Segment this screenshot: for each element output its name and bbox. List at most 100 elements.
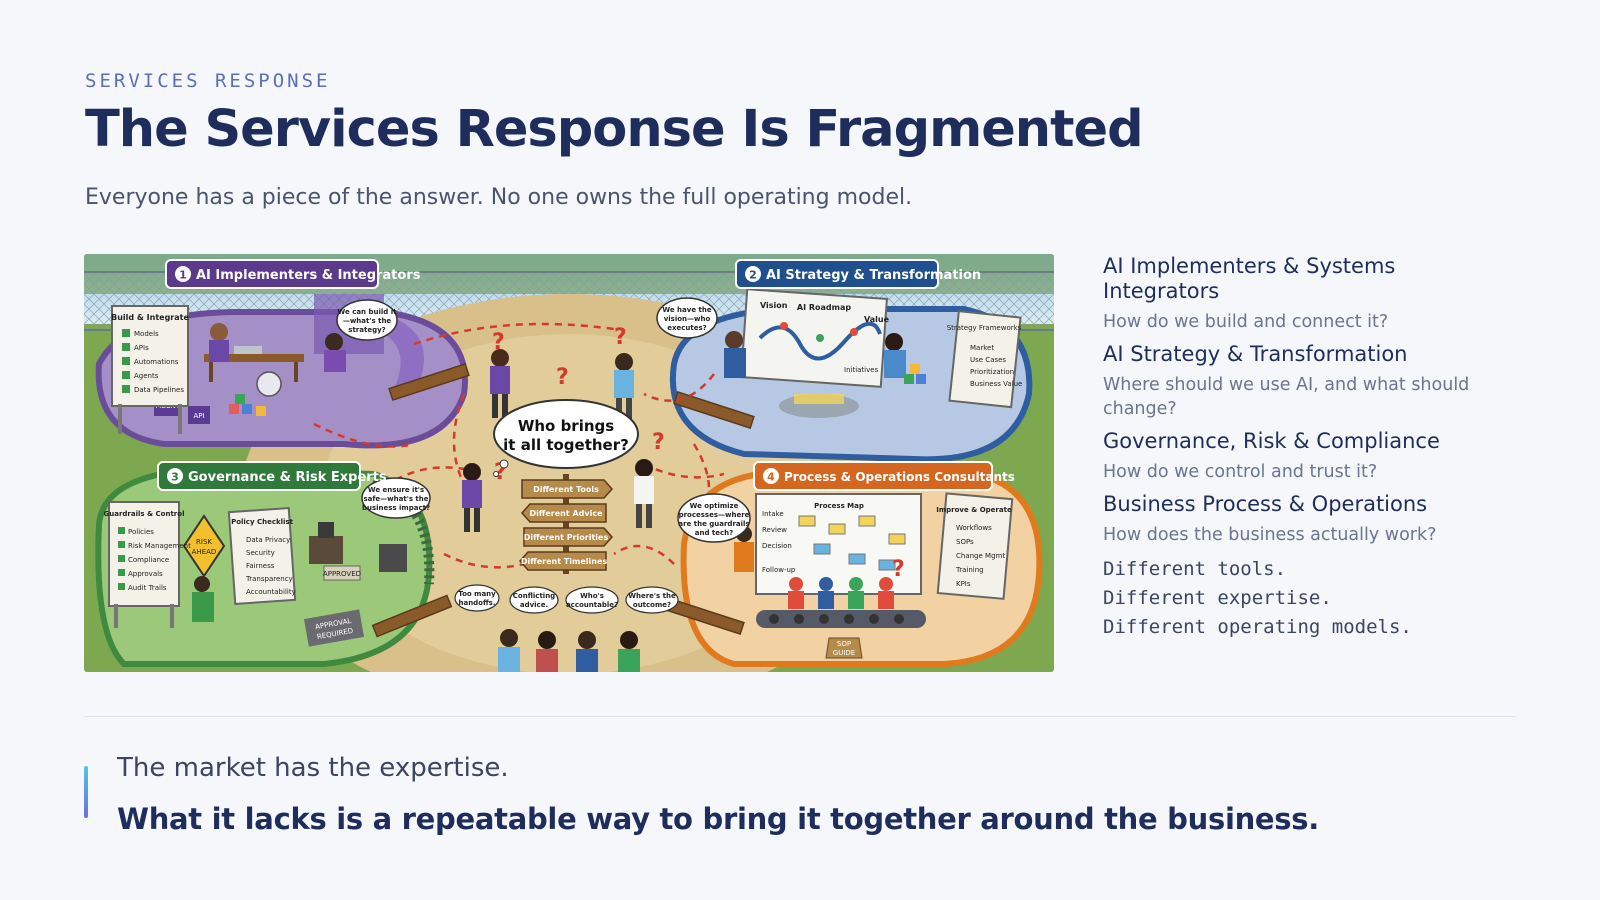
svg-text:APIs: APIs [134, 344, 149, 352]
center-people [462, 349, 654, 532]
service-item: Governance, Risk & Compliance How do we … [1103, 429, 1503, 484]
svg-text:Initiatives: Initiatives [844, 366, 879, 374]
service-question: How do we control and trust it? [1103, 462, 1378, 482]
svg-text:APPROVED: APPROVED [323, 570, 361, 578]
svg-text:GUIDE: GUIDE [833, 649, 855, 657]
svg-text:?: ? [492, 330, 505, 355]
service-question: Where should we use AI, and what should … [1103, 375, 1470, 419]
services-list: AI Implementers & Systems Integrators Ho… [1103, 254, 1503, 642]
svg-text:Follow-up: Follow-up [762, 566, 796, 574]
svg-text:Accountability: Accountability [246, 588, 296, 596]
svg-text:Improve & Operate: Improve & Operate [936, 506, 1012, 514]
service-item: AI Implementers & Systems Integrators Ho… [1103, 254, 1503, 334]
service-item: Business Process & Operations How does t… [1103, 492, 1503, 547]
zone-strategy: Vision AI Roadmap Value Initiatives [669, 288, 1033, 463]
svg-text:Audit Trails: Audit Trails [128, 584, 167, 592]
svg-text:SOP: SOP [837, 640, 851, 648]
svg-text:?: ? [652, 430, 665, 455]
svg-text:Compliance: Compliance [128, 556, 169, 564]
differences-list: Different tools. Different expertise. Di… [1103, 555, 1503, 642]
svg-text:Policy Checklist: Policy Checklist [231, 518, 294, 526]
board-policy-checklist: Policy Checklist Data Privacy Security F… [227, 506, 297, 606]
speech-process: We optimize processes—where are the guar… [677, 493, 751, 543]
zone-label-4: 4 Process & Operations Consultants [753, 461, 1015, 491]
svg-text:AHEAD: AHEAD [192, 548, 217, 556]
svg-text:Who brings: Who brings [518, 417, 614, 435]
service-title: AI Implementers & Systems Integrators [1103, 254, 1396, 303]
svg-text:KPIs: KPIs [956, 580, 971, 588]
playground-illustration: AGENT API Build & Integrate Models APIs … [84, 254, 1054, 672]
zone-label-1: 1 AI Implementers & Integrators [165, 259, 421, 289]
service-title: AI Strategy & Transformation [1103, 342, 1408, 366]
svg-text:Process & Operations Consultan: Process & Operations Consultants [784, 470, 1015, 484]
svg-text:Review: Review [762, 526, 787, 534]
svg-text:advice.: advice. [520, 601, 548, 609]
svg-text:?: ? [614, 325, 627, 350]
svg-text:3: 3 [171, 471, 179, 484]
zone-label-3: 3 Governance & Risk Experts [157, 461, 387, 491]
svg-text:outcome?: outcome? [633, 601, 671, 609]
svg-text:strategy?: strategy? [348, 326, 385, 334]
quote-line-2: What it lacks is a repeatable way to bri… [117, 802, 1319, 836]
board-improve-operate: Improve & Operate Workflows SOPs Change … [936, 492, 1014, 600]
svg-text:Different Timelines: Different Timelines [521, 557, 608, 566]
svg-text:safe—what's the: safe—what's the [363, 495, 428, 503]
api-sign: API [193, 412, 204, 420]
difference-line: Different operating models. [1103, 616, 1412, 638]
svg-text:Different Tools: Different Tools [533, 485, 599, 494]
svg-text:processes—where: processes—where [679, 511, 750, 519]
svg-text:Intake: Intake [762, 510, 784, 518]
quote-line-1: The market has the expertise. [117, 753, 509, 783]
svg-text:1: 1 [179, 269, 187, 282]
svg-text:Agents: Agents [134, 372, 159, 380]
svg-text:Workflows: Workflows [956, 524, 992, 532]
svg-text:Guardrails & Control: Guardrails & Control [104, 510, 185, 518]
board-guardrails: Guardrails & Control Policies Risk Manag… [104, 501, 191, 628]
speech-implementers: We can build it —what's the strategy? [336, 299, 398, 341]
service-title: Business Process & Operations [1103, 492, 1428, 516]
svg-text:Fairness: Fairness [246, 562, 275, 570]
svg-text:Value: Value [864, 315, 890, 324]
svg-text:handoffs.: handoffs. [458, 599, 495, 607]
svg-text:We have the: We have the [662, 306, 711, 314]
svg-text:2: 2 [749, 269, 757, 282]
service-title: Governance, Risk & Compliance [1103, 429, 1440, 453]
svg-text:business impact?: business impact? [362, 504, 430, 512]
svg-text:Decision: Decision [762, 542, 792, 550]
bottom-crowd: Too many handoffs. Conflicting advice. W… [454, 584, 679, 672]
svg-text:Security: Security [246, 549, 275, 557]
svg-text:Strategy Frameworks: Strategy Frameworks [947, 324, 1022, 332]
svg-text:Where's the: Where's the [628, 592, 676, 600]
svg-text:4: 4 [767, 471, 775, 484]
zone-label-2: 2 AI Strategy & Transformation [735, 259, 981, 289]
svg-text:Training: Training [955, 566, 984, 574]
svg-text:Approvals: Approvals [128, 570, 163, 578]
svg-text:Different Advice: Different Advice [529, 509, 603, 518]
svg-text:accountable?: accountable? [566, 601, 618, 609]
svg-text:are the guardrails: are the guardrails [678, 520, 749, 528]
speech-strategy: We have the vision—who executes? [656, 297, 718, 339]
svg-text:?: ? [892, 557, 905, 582]
svg-text:Use Cases: Use Cases [970, 356, 1006, 364]
speech-governance: We ensure it's safe—what's the business … [361, 477, 431, 519]
svg-text:RISK: RISK [196, 538, 212, 546]
svg-text:executes?: executes? [667, 324, 706, 332]
svg-text:Prioritization: Prioritization [970, 368, 1014, 376]
svg-text:AI Strategy & Transformation: AI Strategy & Transformation [766, 268, 981, 283]
difference-line: Different tools. [1103, 558, 1287, 580]
svg-text:We ensure it's: We ensure it's [368, 486, 424, 494]
signpost: Different Tools Different Advice Differe… [518, 474, 614, 574]
svg-text:it all together?: it all together? [503, 436, 629, 454]
svg-text:Process Map: Process Map [814, 502, 864, 510]
svg-text:SOPs: SOPs [956, 538, 974, 546]
service-question: How does the business actually work? [1103, 525, 1437, 545]
svg-text:Policies: Policies [128, 528, 154, 536]
svg-text:Who's: Who's [580, 592, 604, 600]
svg-text:—what's the: —what's the [343, 317, 392, 325]
svg-text:Different Priorities: Different Priorities [524, 533, 609, 542]
divider [84, 716, 1516, 717]
center-thought-bubble: Who brings it all together? [493, 399, 639, 477]
svg-text:Change Mgmt: Change Mgmt [956, 552, 1005, 560]
svg-text:We can build it: We can build it [338, 308, 398, 316]
service-item: AI Strategy & Transformation Where shoul… [1103, 342, 1503, 421]
